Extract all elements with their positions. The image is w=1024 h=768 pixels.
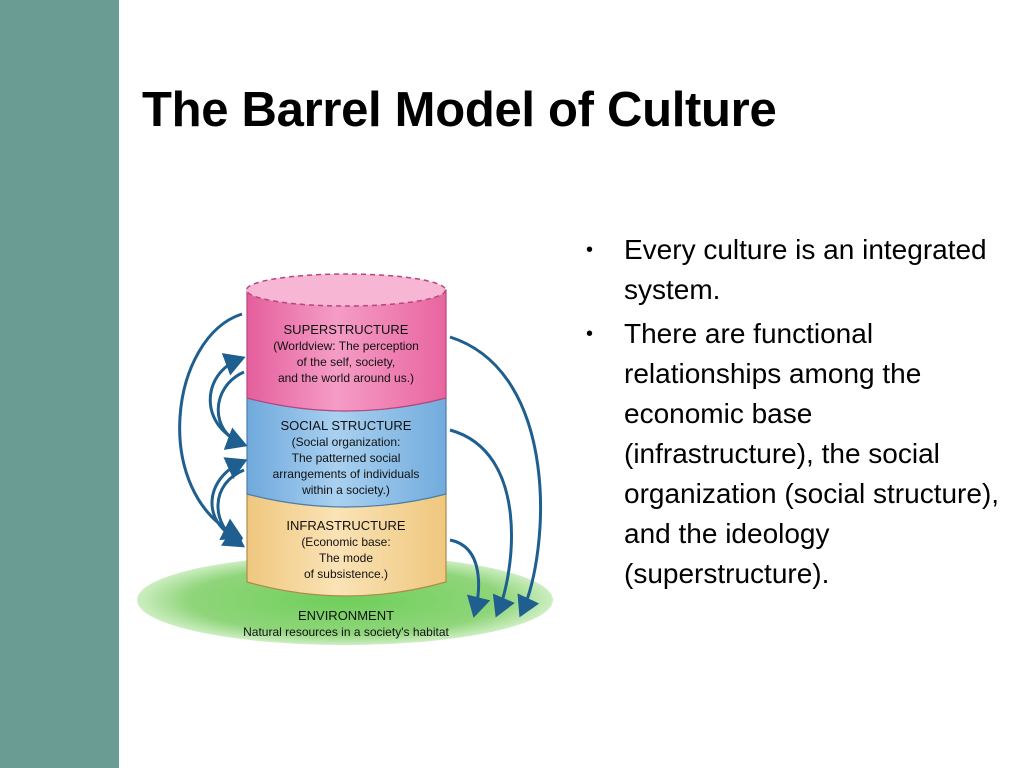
- environment-subtitle: Natural resources in a society's habitat: [243, 625, 449, 639]
- arrow-left-super-to-infra: [178, 312, 244, 540]
- layer-labels: SUPERSTRUCTURE (Worldview: The perception…: [273, 322, 420, 581]
- layer-line-superstructure: and the world around us.): [278, 371, 414, 385]
- layer-line-superstructure: of the self, society,: [297, 355, 396, 369]
- superstructure-layer: [246, 289, 447, 412]
- environment-heading: ENVIRONMENT: [298, 608, 394, 623]
- layer-line-superstructure: (Worldview: The perception: [273, 339, 419, 353]
- environment-ground: [137, 555, 553, 645]
- bullet-text: Every culture is an integrated system.: [624, 234, 987, 305]
- bullet-text: There are functional relationships among…: [624, 318, 1000, 589]
- arrow-left-super-to-social: [216, 370, 248, 450]
- arrow-right-social-to-env: [449, 428, 515, 618]
- layer-heading-superstructure: SUPERSTRUCTURE: [284, 322, 409, 337]
- slide-title: The Barrel Model of Culture: [142, 83, 777, 137]
- barrel-diagram-svg: SUPERSTRUCTURE (Worldview: The perception…: [137, 273, 553, 645]
- arrow-right-infra-to-env: [449, 538, 491, 618]
- bullet-item: • There are functional relationships amo…: [586, 314, 1006, 594]
- side-accent-bar: [0, 0, 119, 768]
- bullet-list: • Every culture is an integrated system.…: [586, 230, 1006, 598]
- layer-line-infrastructure: (Economic base:: [301, 535, 390, 549]
- arrow-left-social-to-infra: [216, 468, 245, 548]
- arrow-right-super-to-env: [449, 335, 542, 618]
- layer-line-social: within a society.): [301, 483, 390, 497]
- layer-line-social: arrangements of individuals: [273, 467, 420, 481]
- layer-line-infrastructure: The mode: [319, 551, 373, 565]
- layer-line-infrastructure: of subsistence.): [304, 567, 388, 581]
- bullet-marker: •: [586, 323, 594, 345]
- layer-heading-infrastructure: INFRASTRUCTURE: [286, 518, 405, 533]
- arrow-left-social-to-super: [208, 353, 246, 444]
- barrel-diagram: SUPERSTRUCTURE (Worldview: The perception…: [130, 262, 560, 650]
- layer-line-social: (Social organization:: [292, 435, 401, 449]
- bullet-marker: •: [586, 239, 594, 261]
- barrel-top: [245, 273, 447, 307]
- bullet-item: • Every culture is an integrated system.: [586, 230, 1006, 310]
- layer-heading-social: SOCIAL STRUCTURE: [281, 418, 412, 433]
- layer-line-social: The patterned social: [292, 451, 401, 465]
